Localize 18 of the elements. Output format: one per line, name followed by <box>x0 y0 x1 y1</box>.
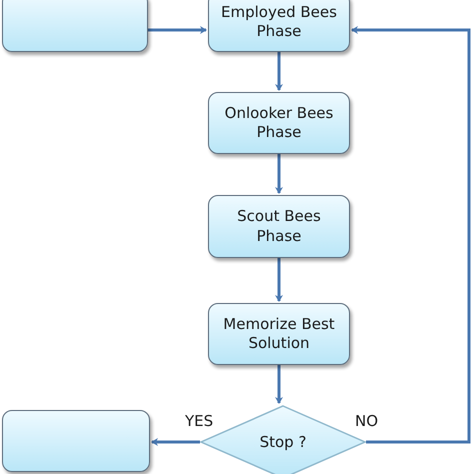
arrow <box>275 365 283 404</box>
arrow <box>275 52 283 91</box>
process-box <box>2 0 148 52</box>
arrow <box>351 26 470 444</box>
node-label: Employed Bees Phase <box>220 2 338 42</box>
arrow <box>275 154 283 194</box>
process-box <box>208 195 350 258</box>
arrow <box>148 26 207 34</box>
process-box <box>208 92 350 154</box>
process-box <box>208 303 350 365</box>
node-label: Scout Bees Phase <box>236 207 322 246</box>
arrow <box>275 258 283 302</box>
arrow <box>151 438 200 446</box>
node-label: Onlooker Bees Phase <box>224 104 334 142</box>
node-label: Stop ? <box>260 433 306 451</box>
process-box <box>2 410 150 472</box>
node-label: Memorize Best Solution <box>222 314 336 354</box>
process-box <box>208 0 350 52</box>
